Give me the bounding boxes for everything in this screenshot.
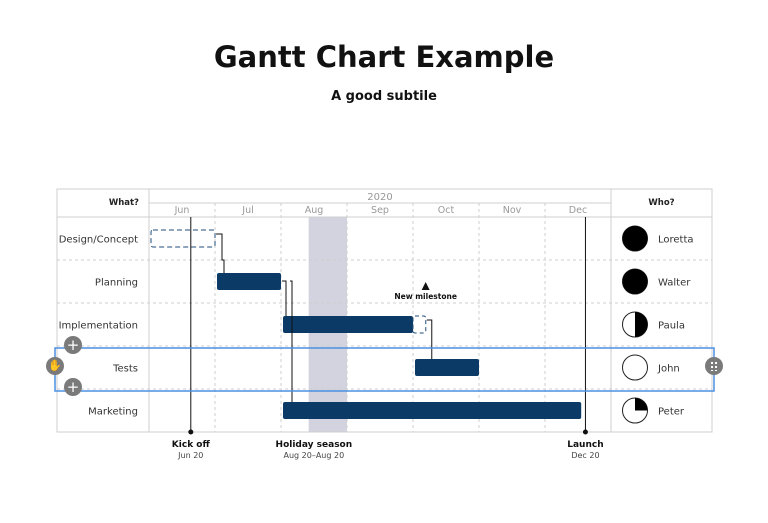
owner-name: John [657, 364, 680, 375]
add-row-below-button[interactable]: + [64, 378, 82, 396]
month-tick-label: Aug [305, 205, 324, 216]
month-tick-label: Oct [438, 205, 455, 216]
selected-row-outline[interactable] [54, 347, 715, 392]
task-label: Marketing [88, 407, 138, 418]
month-tick-label: Jun [174, 205, 190, 216]
chart-title: Gantt Chart Example [213, 40, 555, 74]
owner-progress-fill [635, 398, 648, 411]
task-bar-extension [412, 315, 427, 334]
task-label: Tests [112, 364, 138, 375]
milestone-marker [421, 282, 430, 290]
chart-frame [56, 188, 713, 433]
owner-progress-fill [622, 226, 648, 251]
owner-name: Paula [658, 321, 685, 332]
task-bar [283, 402, 582, 419]
period-date-label: Aug 20–Aug 20 [283, 451, 344, 460]
what-column-header: What? [109, 198, 139, 208]
task-bar [217, 273, 281, 290]
milestone-date-label: Jun 20 [177, 451, 203, 460]
owner-name: Loretta [658, 235, 694, 246]
row-resize-handle[interactable] [705, 357, 723, 375]
month-tick-label: Nov [503, 205, 522, 216]
add-row-above-button[interactable]: + [64, 336, 82, 354]
month-tick-label: Dec [569, 205, 587, 216]
task-bar [283, 316, 413, 333]
dependency-connector [282, 280, 287, 316]
milestone-annotation-label: New milestone [394, 292, 457, 301]
task-bar-planned [150, 229, 216, 248]
milestone-dot [188, 429, 194, 435]
month-tick-label: Sep [371, 205, 389, 216]
month-tick-label: Jul [241, 205, 253, 216]
owner-name: Peter [658, 407, 685, 418]
owner-progress-fill [622, 269, 648, 294]
dependency-connector [426, 319, 433, 359]
who-column-header: Who? [648, 198, 674, 208]
period-label: Holiday season [276, 440, 353, 450]
dependency-connector [290, 280, 293, 402]
dependency-connector [216, 233, 225, 273]
row-move-handle[interactable]: ✋ [46, 357, 64, 375]
task-label: Implementation [59, 321, 138, 332]
milestone-dot [582, 429, 588, 435]
milestone-label: Kick off [172, 440, 211, 450]
year-label: 2020 [367, 192, 392, 203]
milestone-date-label: Dec 20 [571, 451, 599, 460]
owner-name: Walter [658, 278, 691, 289]
task-label: Planning [95, 278, 138, 289]
task-bar [415, 359, 479, 376]
task-label: Design/Concept [59, 235, 138, 246]
milestone-label: Launch [567, 440, 603, 450]
owner-progress-pie [622, 354, 648, 381]
owner-progress-fill [635, 312, 648, 337]
chart-subtitle: A good subtile [331, 89, 437, 104]
